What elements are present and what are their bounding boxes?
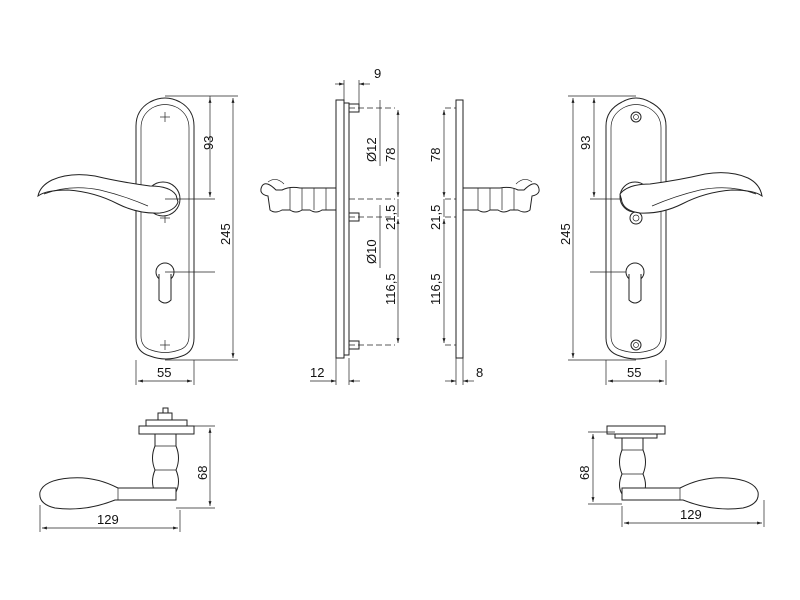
lever-side-profile — [260, 179, 337, 213]
dim-68-left-label: 68 — [195, 466, 210, 480]
dim-93-right-label: 93 — [578, 136, 593, 150]
dim-245-label: 245 — [218, 223, 233, 245]
screw-head-top — [630, 111, 642, 123]
front-view-left: 93 245 55 — [37, 95, 238, 385]
dim-8-label: 8 — [476, 365, 483, 380]
dim-dia12-label: Ø12 — [364, 137, 379, 162]
cylinder-hole — [155, 262, 175, 304]
side-plate — [335, 99, 345, 359]
dim-9-label: 9 — [374, 66, 381, 81]
backplate-outline-right — [605, 97, 667, 360]
front-view-right: 93 245 55 — [558, 95, 763, 385]
cylinder-hole-right — [625, 262, 645, 304]
dim-55-label: 55 — [157, 365, 171, 380]
dim-12-label: 12 — [310, 365, 324, 380]
lever-side-profile-right — [462, 179, 540, 213]
dim-129-left-label: 129 — [97, 512, 119, 527]
dim-129-right-label: 129 — [680, 507, 702, 522]
lever-neck-left — [152, 433, 179, 493]
dim-68-right-label: 68 — [577, 466, 592, 480]
screw-mark-top — [160, 112, 170, 122]
dim-116-5-left-label: 116,5 — [383, 273, 398, 305]
lever-neck-right — [619, 437, 646, 495]
lever-top-view-left: 68 129 — [39, 407, 215, 532]
lever-handle-right — [619, 172, 763, 214]
screw-head-bottom — [630, 339, 642, 351]
side-view-right: 78 21,5 116,5 8 — [428, 99, 540, 385]
dim-116-5-right-label: 116,5 — [428, 273, 443, 305]
lever-grip-left — [39, 477, 177, 510]
dim-55-right-label: 55 — [627, 365, 641, 380]
side-view-left: 9 Ø12 78 21,5 Ø10 116,5 12 — [260, 66, 400, 385]
lever-grip-right — [621, 477, 759, 510]
dim-21-5-left-label: 21,5 — [383, 205, 398, 230]
lever-handle — [37, 174, 179, 214]
screw-head-middle — [629, 211, 643, 225]
backplate-outline — [135, 97, 195, 360]
dim-dia10-label: Ø10 — [364, 239, 379, 264]
dim-78-left-label: 78 — [383, 148, 398, 162]
dim-78-right-label: 78 — [428, 148, 443, 162]
lever-top-view-right: 68 129 — [577, 425, 765, 527]
side-plate-right — [455, 99, 464, 359]
dim-93-label: 93 — [201, 136, 216, 150]
dim-21-5-right-label: 21,5 — [428, 205, 443, 230]
dim-245-right-label: 245 — [558, 223, 573, 245]
screw-mark-bottom — [160, 340, 170, 350]
